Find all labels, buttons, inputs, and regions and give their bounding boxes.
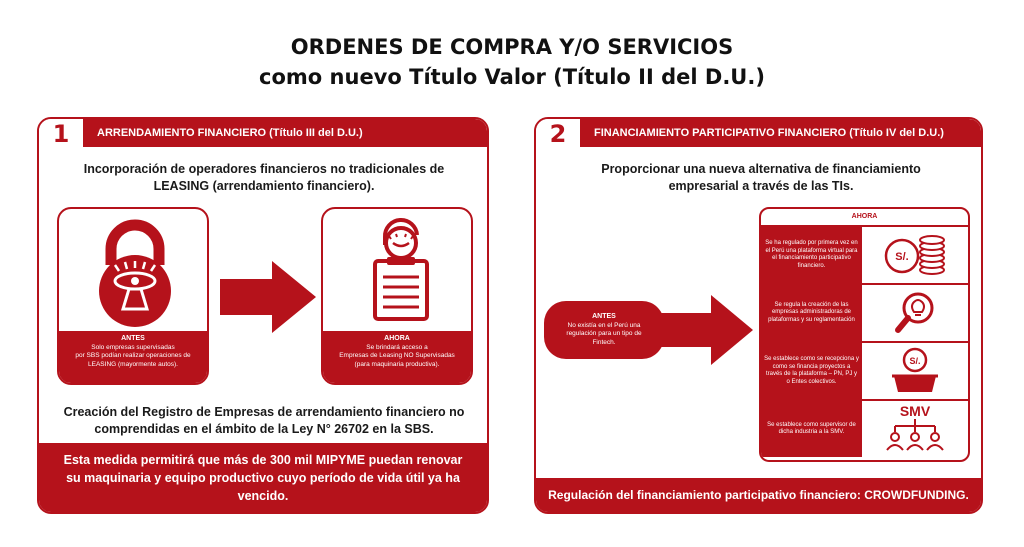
antes-2-line-1: No existía en el Perú una bbox=[567, 321, 641, 329]
panel-2-footer: Regulación del financiamiento participat… bbox=[536, 478, 981, 512]
ahora-line-1: Se brindará acceso a bbox=[366, 343, 428, 351]
org-chart-icon: SMV bbox=[862, 401, 968, 457]
panel-1-intro-line-1: Incorporación de operadores financieros … bbox=[83, 162, 445, 176]
registro-text: Creación del Registro de Empresas de arr… bbox=[49, 404, 479, 438]
ahora-card: AHORA Se brindará acceso a Empresas de L… bbox=[321, 207, 473, 385]
panel-2-intro: Proporcionar una nueva alternativa de fi… bbox=[546, 161, 976, 195]
table-row: Se establece como se recepciona y como s… bbox=[761, 341, 968, 399]
panel-1-intro-line-2: LEASING (arrendamiento financiero). bbox=[153, 179, 375, 193]
panel-2-header-title: FINANCIAMIENTO PARTICIPATIVO FINANCIERO … bbox=[580, 119, 981, 147]
registro-line-1: Creación del Registro de Empresas de arr… bbox=[63, 405, 465, 419]
unlocked-clipboard-icon bbox=[373, 218, 429, 321]
title-line-1: ORDENES DE COMPRA Y/O SERVICIOS bbox=[290, 35, 734, 59]
panel-arrendamiento: 1 ARRENDAMIENTO FINANCIERO (Título III d… bbox=[37, 117, 489, 514]
panel-2-intro-line-1: Proporcionar una nueva alternativa de fi… bbox=[601, 162, 921, 176]
page-title: ORDENES DE COMPRA Y/O SERVICIOS como nue… bbox=[0, 32, 1024, 92]
panel-financiamiento: 2 FINANCIAMIENTO PARTICIPATIVO FINANCIER… bbox=[534, 117, 983, 514]
antes-caption: ANTES Solo empresas supervisadas por SBS… bbox=[59, 331, 207, 383]
ahora-label: AHORA bbox=[384, 335, 410, 342]
registro-line-2: comprendidas en el ámbito de la Ley N° 2… bbox=[94, 422, 434, 436]
row-text: Se ha regulado por primera vez en el Per… bbox=[761, 227, 862, 283]
panel-1-footer: Esta medida permitirá que más de 300 mil… bbox=[39, 443, 487, 512]
antes-pill: ANTES No existía en el Perú una regulaci… bbox=[544, 301, 664, 359]
ahora-line-3: (para maquinaria productiva). bbox=[354, 360, 440, 368]
antes-line-2: por SBS podían realizar operaciones de bbox=[75, 352, 191, 359]
coin-currency-label: S/. bbox=[895, 251, 908, 263]
antes-label: ANTES bbox=[121, 335, 145, 342]
antes-2-line-3: Fintech. bbox=[592, 338, 616, 346]
antes-line-3: LEASING (mayormente autos). bbox=[88, 360, 178, 368]
antes-line-1: Solo empresas supervisadas bbox=[91, 343, 175, 351]
table-row: Se regula la creación de las empresas ad… bbox=[761, 283, 968, 341]
panel-2-intro-line-2: empresarial a través de las TIs. bbox=[668, 179, 854, 193]
ahora-caption: AHORA Se brindará acceso a Empresas de L… bbox=[323, 331, 471, 383]
panel-1-header-title: ARRENDAMIENTO FINANCIERO (Título III del… bbox=[83, 119, 487, 147]
smv-label: SMV bbox=[900, 403, 931, 419]
title-line-2: como nuevo Título Valor (Título II del D… bbox=[259, 65, 765, 89]
antes-2-line-2: regulación para un tipo de bbox=[566, 330, 642, 337]
arrow-right-icon bbox=[661, 295, 753, 365]
padlock-eye-icon bbox=[99, 219, 171, 327]
row-text: Se establece como supervisor de dicha in… bbox=[761, 401, 862, 457]
row-text: Se regula la creación de las empresas ad… bbox=[761, 285, 862, 341]
basket-icon: S/. bbox=[862, 343, 968, 399]
arrow-right-icon bbox=[220, 261, 316, 333]
coins-icon: S/. bbox=[862, 227, 968, 283]
footer-1-line-2: su maquinaria y equipo productivo cuyo p… bbox=[66, 471, 460, 485]
panel-1-number: 1 bbox=[39, 119, 83, 148]
panel-2-number: 2 bbox=[536, 119, 580, 148]
table-row: Se ha regulado por primera vez en el Per… bbox=[761, 225, 968, 283]
ahora-table: AHORA Se ha regulado por primera vez en … bbox=[759, 207, 970, 462]
table-row: Se establece como supervisor de dicha in… bbox=[761, 399, 968, 457]
basket-currency-label: S/. bbox=[909, 356, 920, 366]
footer-1-line-1: Esta medida permitirá que más de 300 mil… bbox=[63, 453, 463, 467]
ahora-table-header: AHORA bbox=[851, 213, 878, 220]
footer-1-line-3: vencido. bbox=[237, 489, 289, 503]
ahora-line-2: Empresas de Leasing NO Supervisadas bbox=[339, 352, 455, 359]
row-text: Se establece como se recepciona y como s… bbox=[761, 343, 862, 399]
antes-card: ANTES Solo empresas supervisadas por SBS… bbox=[57, 207, 209, 385]
magnifier-bulb-icon bbox=[862, 285, 968, 341]
panel-1-intro: Incorporación de operadores financieros … bbox=[49, 161, 479, 195]
panel-1-header: 1 ARRENDAMIENTO FINANCIERO (Título III d… bbox=[39, 119, 487, 148]
antes-2-label: ANTES bbox=[592, 313, 616, 320]
panel-2-header: 2 FINANCIAMIENTO PARTICIPATIVO FINANCIER… bbox=[536, 119, 981, 148]
